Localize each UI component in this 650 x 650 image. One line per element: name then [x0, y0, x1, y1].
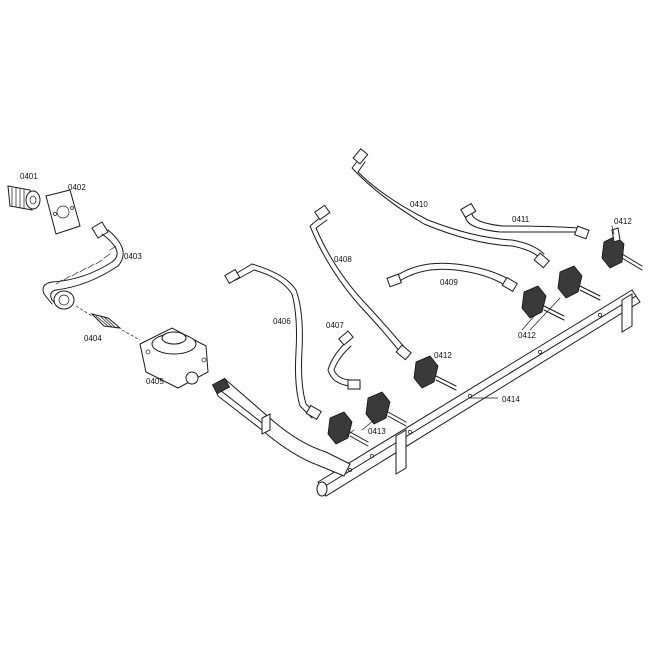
bracket-plate-0402[interactable]	[45, 189, 81, 235]
flex-hose-0403[interactable]	[42, 221, 124, 310]
label-0411: 0411	[512, 215, 530, 224]
valve-0413-a[interactable]	[365, 391, 407, 427]
leader-lines	[345, 225, 615, 437]
label-0412-middle: 0412	[518, 331, 536, 340]
label-0413: 0413	[368, 427, 386, 436]
label-0403: 0403	[124, 252, 142, 261]
gas-tube-0410[interactable]	[351, 148, 550, 269]
inlet-pipe[interactable]	[211, 377, 351, 477]
gas-tube-0406[interactable]	[224, 263, 322, 421]
label-0408: 0408	[334, 255, 352, 264]
label-0410: 0410	[410, 200, 428, 209]
fitting-0401[interactable]	[7, 185, 41, 211]
label-0406: 0406	[273, 317, 291, 326]
label-0404: 0404	[84, 334, 102, 343]
label-0412-upper: 0412	[614, 217, 632, 226]
valve-0412-middle-b[interactable]	[521, 285, 565, 321]
gas-tube-0411[interactable]	[460, 202, 590, 240]
gas-tube-0407[interactable]	[327, 330, 361, 390]
label-0401: 0401	[20, 172, 38, 181]
manifold-bar[interactable]	[316, 289, 641, 497]
label-0407: 0407	[326, 321, 344, 330]
gas-tube-0408[interactable]	[309, 204, 412, 361]
valve-0412-upper[interactable]	[601, 227, 643, 271]
gas-tube-0409[interactable]	[386, 262, 518, 293]
label-0414: 0414	[502, 395, 520, 404]
valve-0412-middle-a[interactable]	[557, 265, 601, 301]
label-0402: 0402	[68, 183, 86, 192]
label-0409: 0409	[440, 278, 458, 287]
callout-labels: 0401 0402 0403 0404 0405 0406 0407 0408 …	[20, 172, 632, 436]
regulator-0405[interactable]	[139, 327, 209, 389]
label-0412-center: 0412	[434, 351, 452, 360]
label-0405: 0405	[146, 377, 164, 386]
valve-0412-center[interactable]	[413, 355, 457, 391]
nipple-0404[interactable]	[75, 305, 141, 341]
valve-0413-b[interactable]	[327, 411, 369, 447]
